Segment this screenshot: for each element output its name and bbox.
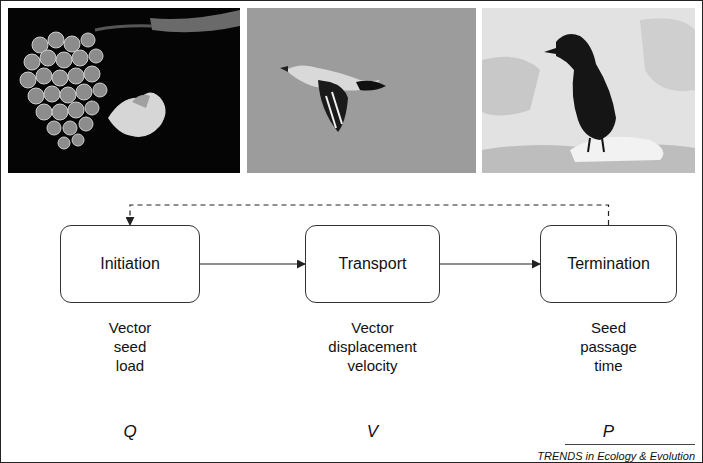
flow-arrow xyxy=(440,263,540,264)
source-credit: TRENDS in Ecology & Evolution xyxy=(537,447,695,463)
variable-symbol: Q xyxy=(123,422,136,441)
flow-arrow xyxy=(200,263,305,264)
bat-photo xyxy=(8,8,240,173)
variable-name: Seed passage time xyxy=(580,318,637,375)
box-label: Termination xyxy=(567,255,650,273)
box-label: Transport xyxy=(339,255,407,273)
variable-name: Vector seed load xyxy=(109,318,152,375)
variable-symbol: V xyxy=(367,422,378,441)
variable-symbol: P xyxy=(603,422,614,441)
process-box: Termination xyxy=(540,225,677,303)
variable-name: Vector displacement velocity xyxy=(328,318,416,375)
process-box: Initiation xyxy=(60,225,200,303)
source-rule xyxy=(565,444,695,445)
flying-bird-photo xyxy=(247,8,476,173)
process-box: Transport xyxy=(305,225,440,303)
box-label: Initiation xyxy=(100,255,160,273)
feedback-arrow xyxy=(130,205,609,225)
perched-bird-photo xyxy=(482,8,695,173)
